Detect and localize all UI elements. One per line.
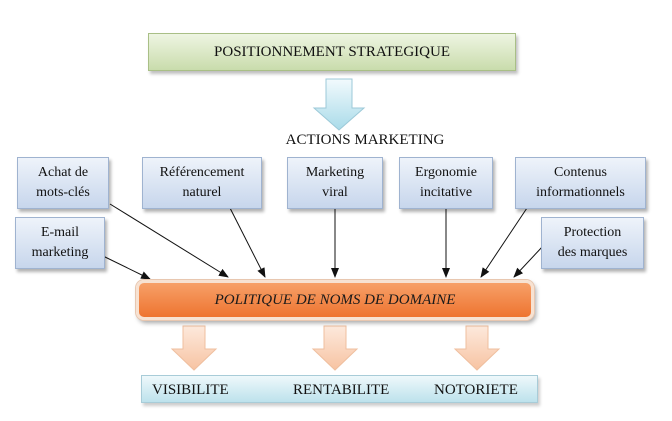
action-email-line2: marketing [31,245,89,260]
action-protection-line2: des marques [557,245,628,260]
action-box-protection: Protection des marques [541,217,644,269]
action-box-ergonomie: Ergonomie incitative [399,157,493,209]
action-viral-line2: viral [322,185,348,200]
action-contenus-line1: Contenus [554,165,607,180]
action-viral-line1: Marketing [305,165,365,180]
action-achat-line1: Achat de [37,165,89,180]
policy-label: POLITIQUE DE NOMS DE DOMAINE [214,292,456,308]
action-achat-line2: mots-clés [36,185,90,200]
action-box-achat: Achat de mots-clés [17,157,109,209]
down-block-arrow-notoriete [453,325,501,371]
strategy-box: POSITIONNEMENT STRATEGIQUE [148,33,516,71]
action-referencement-line2: naturel [182,185,222,200]
result-rentabilite: RENTABILITE [293,382,390,398]
results-bar: VISIBILITE RENTABILITE NOTORIETE [141,375,538,403]
down-block-arrow-visibilite [170,325,218,371]
arrow-achat [109,203,229,278]
action-referencement-line1: Référencement [159,165,245,180]
arrow-email [102,255,151,280]
result-visibilite: VISIBILITE [152,382,229,398]
strategy-label: POSITIONNEMENT STRATEGIQUE [214,44,450,60]
action-box-email: E-mail marketing [15,217,105,269]
action-ergonomie-line1: Ergonomie [415,165,477,180]
action-email-line1: E-mail [40,225,80,240]
action-box-contenus: Contenus informationnels [515,157,646,209]
action-box-referencement: Référencement naturel [142,157,262,209]
action-protection-line1: Protection [563,225,622,240]
policy-box: POLITIQUE DE NOMS DE DOMAINE [136,280,534,320]
action-ergonomie-line2: incitative [419,185,473,200]
action-contenus-line2: informationnels [536,185,625,200]
result-notoriete: NOTORIETE [434,382,518,398]
arrow-referencement [229,207,266,278]
down-block-arrow-rentabilite [311,325,359,371]
action-box-viral: Marketing viral [287,157,383,209]
down-block-arrow-strategy [312,78,366,131]
arrow-contenus [480,207,528,278]
arrow-protection [513,245,544,278]
actions-title: ACTIONS MARKETING [285,132,445,148]
